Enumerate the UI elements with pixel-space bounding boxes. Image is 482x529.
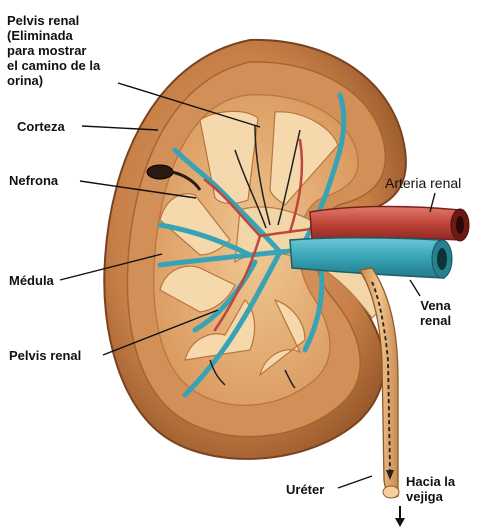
label-line-2: (Eliminada [7, 28, 137, 43]
label-line-4: el camino de la [7, 58, 137, 73]
label-line-5: orina) [7, 73, 137, 88]
to-bladder-arrow [395, 506, 405, 527]
label-nefrona: Nefrona [9, 173, 58, 188]
renal-artery [310, 206, 462, 240]
label-hacia-line-1: Hacia la [406, 474, 455, 489]
label-vena-line-1: Vena [420, 298, 451, 313]
label-medula: Médula [9, 273, 54, 288]
leader-vena [410, 280, 420, 296]
label-line-3: para mostrar [7, 43, 137, 58]
label-hacia-vejiga: Hacia la vejiga [406, 474, 455, 504]
label-vena-renal: Vena renal [420, 298, 451, 328]
label-arteria-renal: Arteria renal [385, 176, 461, 191]
label-vena-line-2: renal [420, 313, 451, 328]
label-hacia-line-2: vejiga [406, 489, 455, 504]
label-ureter: Uréter [286, 482, 324, 497]
label-line-1: Pelvis renal [7, 13, 137, 28]
label-pelvis-renal-removed: Pelvis renal (Eliminada para mostrar el … [7, 13, 137, 88]
label-pelvis-renal: Pelvis renal [9, 348, 81, 363]
label-corteza: Corteza [17, 119, 65, 134]
leader-ureter [338, 476, 372, 488]
